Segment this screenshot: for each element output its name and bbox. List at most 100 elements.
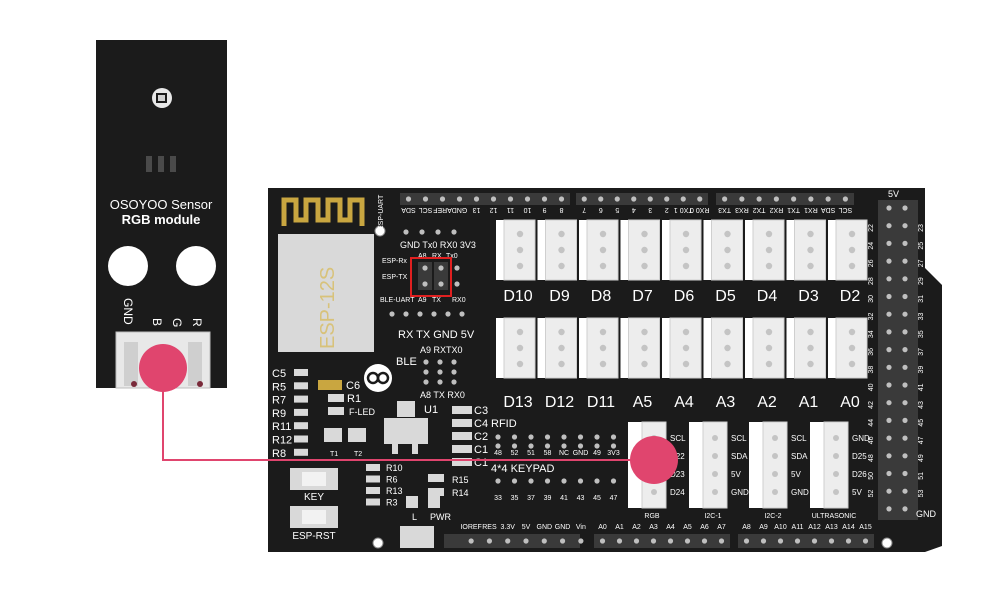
side-pin-label: 24 bbox=[868, 242, 875, 250]
connection-wire bbox=[139, 344, 678, 484]
bottom-pin-label: A7 bbox=[717, 524, 726, 531]
bottom-pin-label: 5V bbox=[522, 524, 531, 531]
top-header-right bbox=[716, 193, 854, 205]
top-header-pin-label: 9 bbox=[542, 206, 546, 213]
esp-uart-label: ESP-UART bbox=[378, 194, 385, 230]
side-pin-label: 25 bbox=[918, 242, 925, 250]
side-pin-label: 49 bbox=[918, 454, 925, 462]
digital-connector-grid bbox=[496, 219, 868, 379]
top-header-pin-label: AREF bbox=[433, 206, 452, 213]
grove-module-connector bbox=[762, 421, 788, 509]
ble-uart-pin-row bbox=[389, 311, 465, 317]
side-pin-label: 45 bbox=[918, 419, 925, 427]
digital-label: D12 bbox=[545, 394, 574, 411]
bottom-pin-label: A10 bbox=[774, 524, 787, 531]
side-pin-label: 51 bbox=[918, 472, 925, 480]
bottom-pin-label: A0 bbox=[598, 524, 607, 531]
top-header-pin-label: SCL bbox=[838, 206, 852, 213]
grove-pin-label: SDA bbox=[731, 452, 748, 461]
resistor-label: R13 bbox=[386, 486, 403, 496]
grove-connector bbox=[545, 317, 577, 379]
digital-label: A5 bbox=[633, 394, 653, 411]
grove-pin-label: SCL bbox=[670, 434, 686, 443]
rfid-pin-label: 51 bbox=[527, 450, 535, 457]
keypad-pin-row bbox=[495, 478, 617, 484]
side-pin-label: 39 bbox=[918, 366, 925, 374]
rfid-pin-label: NC bbox=[559, 450, 569, 457]
bottom-pin-label: A4 bbox=[666, 524, 675, 531]
keypad-pin-label: 47 bbox=[610, 495, 618, 502]
side-pin-label: 23 bbox=[918, 224, 925, 232]
u1-regulator bbox=[384, 418, 428, 444]
keypad-label: 4*4 KEYPAD bbox=[491, 463, 554, 475]
cap-label: C2 bbox=[474, 431, 488, 443]
rfid-pin-label: GND bbox=[573, 450, 589, 457]
top-header-pin-label: 11 bbox=[507, 206, 514, 213]
key-button[interactable] bbox=[290, 468, 338, 490]
ble-bottom-labels: A8 TX RX0 bbox=[420, 390, 465, 400]
digital-label: D13 bbox=[503, 394, 532, 411]
sensor-pin-g: G bbox=[170, 318, 184, 327]
esp-rst-button[interactable] bbox=[290, 506, 338, 528]
cap-label: C1 bbox=[474, 457, 488, 469]
jumper-bottom-rx0: RX0 bbox=[452, 297, 466, 304]
top-header-pin-label: 3 bbox=[648, 206, 652, 213]
grove-pin-label: GND bbox=[791, 488, 809, 497]
side-pin-label: 29 bbox=[918, 277, 925, 285]
digital-label: A0 bbox=[840, 394, 860, 411]
keypad-pin-label: 33 bbox=[494, 495, 502, 502]
bottom-pin-label: 3.3V bbox=[501, 524, 516, 531]
grove-pin-label: GND bbox=[731, 488, 749, 497]
ble-uart-pin-labels: RX TX GND 5V bbox=[398, 329, 475, 341]
grove-connector bbox=[794, 219, 826, 281]
grove-module-title: I2C-1 bbox=[704, 513, 721, 520]
bottom-pin-label: A12 bbox=[808, 524, 821, 531]
side-pin-label: 31 bbox=[918, 295, 925, 303]
top-header-pin-label: TX3 bbox=[718, 206, 731, 213]
grove-module-title: ULTRASONIC bbox=[812, 513, 857, 520]
esp-uart-pin-labels: GND Tx0 RX0 3V3 bbox=[400, 240, 476, 250]
bottom-header-power bbox=[444, 534, 580, 548]
component-label: R7 bbox=[272, 395, 286, 407]
side-pin-label: 43 bbox=[918, 401, 925, 409]
grove-pin-label: SCL bbox=[791, 434, 807, 443]
rfid-pin-label: 48 bbox=[494, 450, 502, 457]
top-header-pin-label: SDA bbox=[821, 206, 836, 213]
side-pin-label: 32 bbox=[868, 313, 875, 321]
component-label: R8 bbox=[272, 448, 286, 460]
t1-label: T1 bbox=[330, 451, 338, 458]
rfid-label: RFID bbox=[491, 418, 517, 430]
ble-uart-label: BLE-UART bbox=[380, 297, 415, 304]
digital-label: D9 bbox=[549, 288, 570, 305]
esp-label: ESP-12S bbox=[317, 267, 339, 349]
top-header-pin-label: 2 bbox=[665, 206, 669, 213]
digital-label: D4 bbox=[757, 288, 778, 305]
transistor-t2 bbox=[348, 428, 366, 442]
cap-label: C3 bbox=[474, 405, 488, 417]
side-top-label: 5V bbox=[888, 189, 899, 199]
digital-label: D7 bbox=[632, 288, 653, 305]
keypad-pin-label: 39 bbox=[544, 495, 552, 502]
top-header-pin-label: 8 bbox=[559, 206, 563, 213]
bottom-pin-label: A9 bbox=[759, 524, 768, 531]
digital-label: D5 bbox=[715, 288, 736, 305]
resistor-label: R3 bbox=[386, 498, 398, 508]
bottom-header-analog2 bbox=[738, 534, 874, 548]
top-header-pin-label: 12 bbox=[490, 206, 498, 213]
side-pin-label: 38 bbox=[868, 366, 875, 374]
transistor-t1 bbox=[324, 428, 342, 442]
top-header-pin-label: 10 bbox=[524, 206, 532, 213]
sensor-pin-r: R bbox=[190, 318, 204, 327]
grove-pin-label: 5V bbox=[731, 470, 741, 479]
top-header-pin-label: RX0 0 bbox=[690, 206, 710, 213]
power-jack bbox=[400, 526, 434, 548]
side-pin-label: 48 bbox=[868, 454, 875, 462]
c6-label: C6 bbox=[346, 380, 360, 392]
top-header-pin-label: 7 bbox=[582, 206, 586, 213]
side-bottom-label: GND bbox=[916, 509, 937, 519]
side-pin-label: 41 bbox=[918, 383, 925, 391]
keypad-pin-label: 35 bbox=[511, 495, 519, 502]
